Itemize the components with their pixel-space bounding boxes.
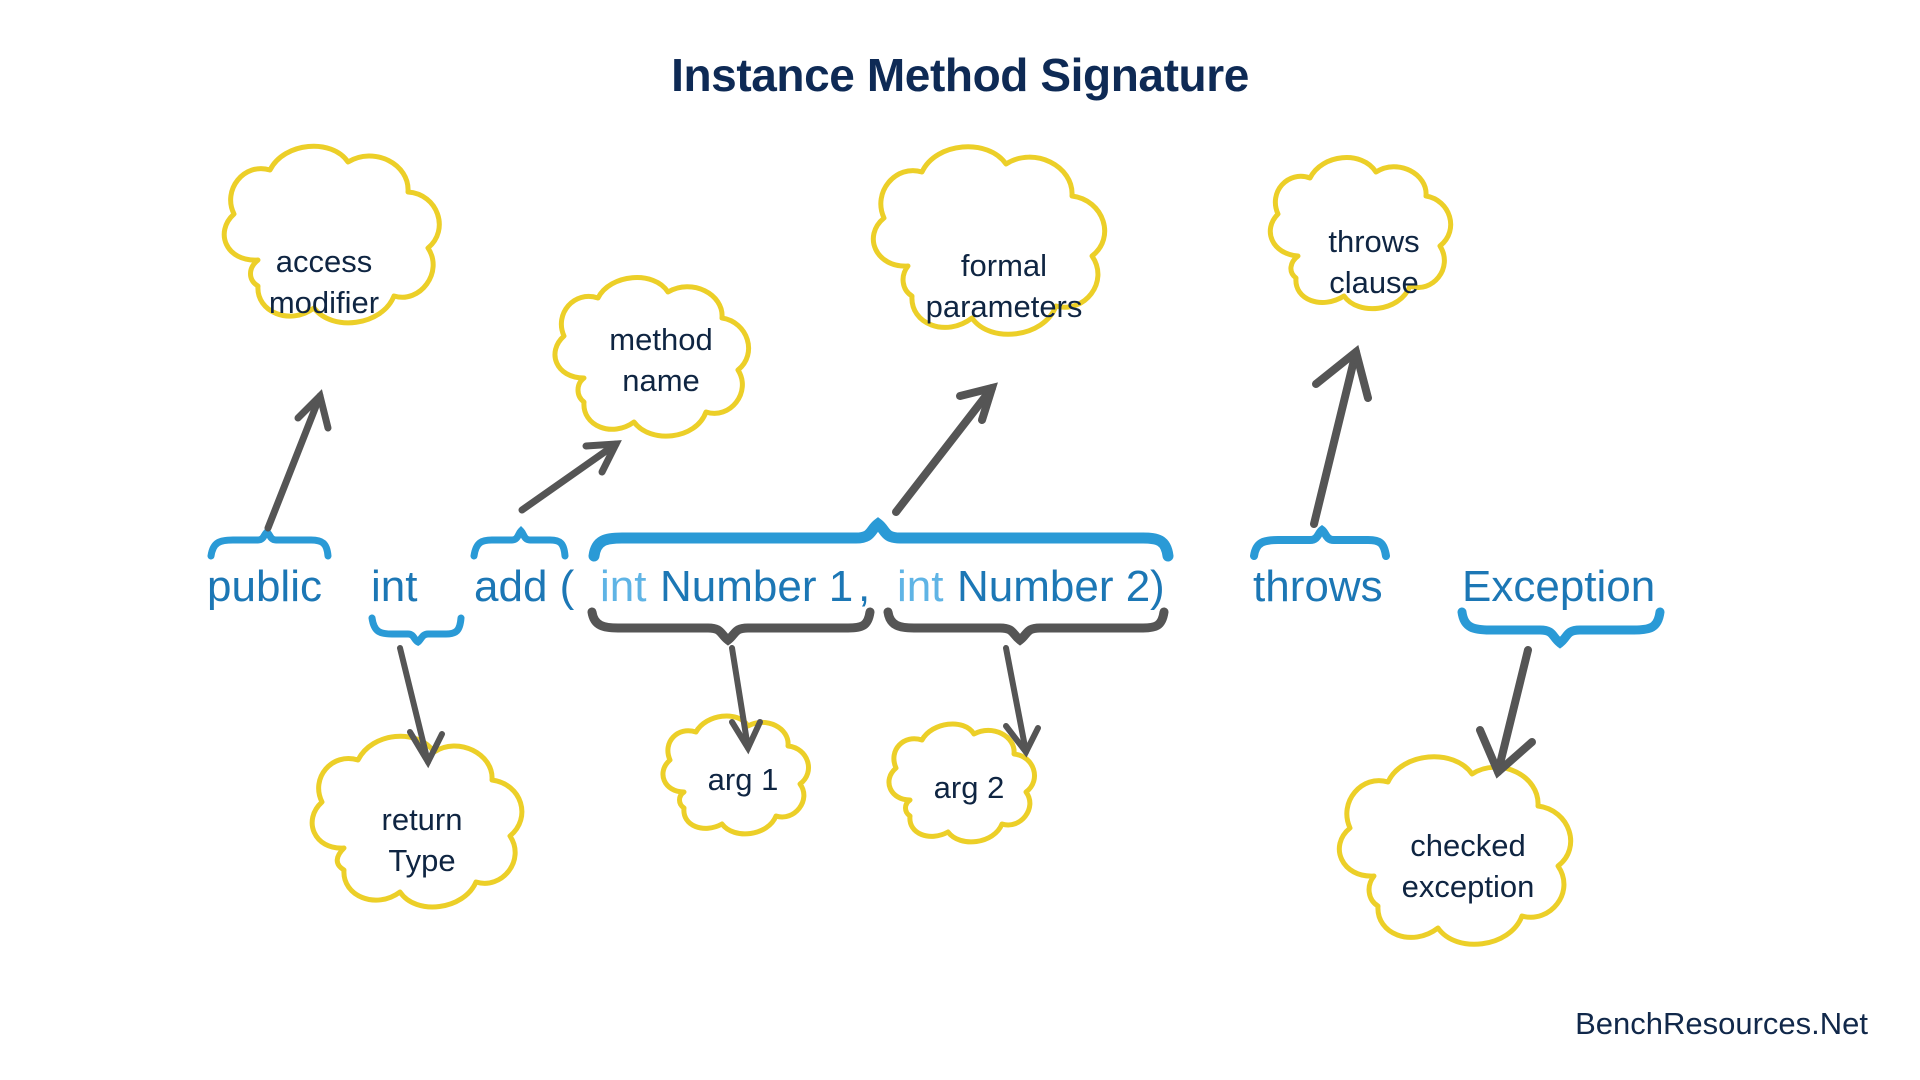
cloud-formal-parameters [870,144,1108,337]
code-token-comma: , [858,562,871,611]
brace-int [368,614,465,647]
arrow-add-to-method-name [518,440,622,514]
arrow-throws-to-throws-clause [1310,345,1372,528]
code-token-param2-name: Number 2 [957,562,1151,611]
cloud-checked-exception [1336,754,1574,947]
arrow-arg2-to-cloud [1003,645,1041,758]
brace-public [207,527,332,560]
brace-add [470,526,569,560]
code-token-public: public [207,562,322,611]
method-signature-code-line: public int add ( int Number 1 , int Numb… [0,562,1920,622]
code-token-exception: Exception [1462,562,1656,611]
arrow-arg1-to-cloud [729,645,763,755]
page-title: Instance Method Signature [671,49,1249,101]
arrow-int-to-return-type [397,645,445,769]
brace-exception [1457,607,1665,649]
arrow-public-to-access-modifier [264,389,332,532]
watermark: BenchResources.Net [1575,1006,1868,1041]
cloud-access-modifier [221,143,442,326]
code-token-add-open-paren: add ( [474,562,575,611]
cloud-throws-clause [1267,155,1454,312]
brace-throws [1250,524,1390,560]
arrow-parameters-to-formal-parameters [892,382,998,516]
code-token-throws: throws [1253,562,1383,611]
arrow-exception-to-checked-exception [1476,646,1536,779]
code-token-param2-type: int [897,562,944,611]
cloud-arg-2 [886,721,1037,845]
code-token-param1-name: Number 1 [660,562,854,611]
code-token-close-paren: ) [1150,562,1165,611]
cloud-arg-1 [660,713,811,837]
cloud-method-name [552,275,751,439]
brace-arg2 [883,607,1169,646]
brace-arg1 [587,607,875,646]
brace-parameters [588,517,1174,562]
cloud-return-type [309,733,525,910]
code-token-param1-type: int [600,562,647,611]
code-token-return-int: int [371,562,418,611]
